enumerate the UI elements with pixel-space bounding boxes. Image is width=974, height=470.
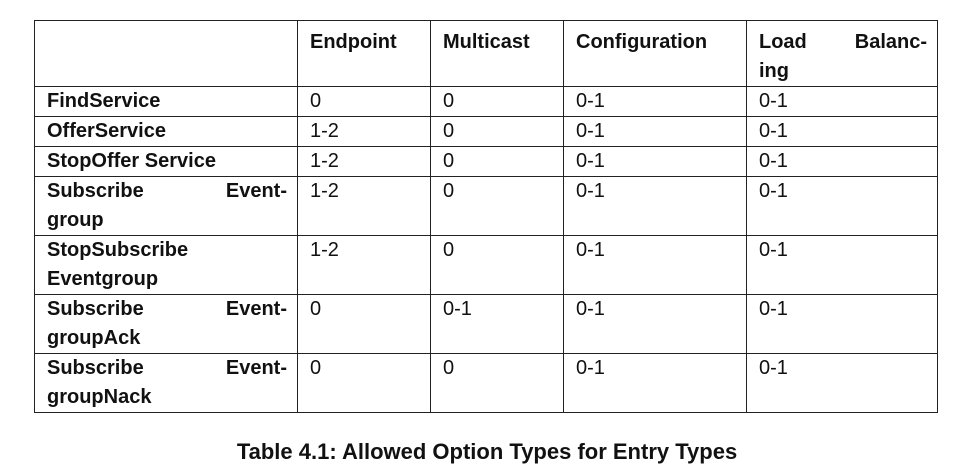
endpoint-cell: 1-2 (297, 146, 431, 177)
header-load-balancing-line1: Load Balanc- (759, 31, 927, 53)
entry-type-label: StopOffer Service (47, 150, 216, 172)
entry-type-cell: Subscribe Event-groupAck (34, 294, 298, 354)
entry-type-label: FindService (47, 90, 161, 112)
multicast-cell: 0 (430, 235, 564, 295)
endpoint-cell: 1-2 (297, 235, 431, 295)
configuration-cell: 0-1 (563, 294, 747, 354)
table-header: Endpoint Multicast Configuration Load Ba… (34, 20, 938, 87)
endpoint-cell: 0 (297, 86, 431, 117)
option-types-table: Endpoint Multicast Configuration Load Ba… (34, 20, 938, 413)
header-endpoint: Endpoint (297, 20, 431, 87)
entry-type-cell: StopOffer Service (34, 146, 298, 177)
header-entry-type (34, 20, 298, 87)
entry-type-label-line1: StopSubscribe (47, 239, 189, 261)
endpoint-cell: 0 (297, 294, 431, 354)
load-balancing-cell: 0-1 (746, 116, 938, 147)
load-balancing-cell: 0-1 (746, 176, 938, 236)
header-load-balancing: Load Balanc- ing (746, 20, 938, 87)
configuration-cell: 0-1 (563, 235, 747, 295)
endpoint-cell: 1-2 (297, 116, 431, 147)
multicast-cell: 0-1 (430, 294, 564, 354)
entry-type-label-line1: Subscribe Event- (47, 180, 287, 202)
multicast-cell: 0 (430, 353, 564, 413)
entry-type-cell: Subscribe Event-group (34, 176, 298, 236)
header-configuration: Configuration (563, 20, 747, 87)
table-caption: Table 4.1: Allowed Option Types for Entr… (236, 439, 738, 464)
endpoint-cell: 1-2 (297, 176, 431, 236)
entry-type-label-line2: group (47, 209, 104, 231)
load-balancing-cell: 0-1 (746, 294, 938, 354)
multicast-cell: 0 (430, 176, 564, 236)
header-load-balancing-line2: ing (759, 60, 789, 82)
entry-type-label-line2: Eventgroup (47, 268, 159, 290)
configuration-cell: 0-1 (563, 146, 747, 177)
load-balancing-cell: 0-1 (746, 235, 938, 295)
entry-type-label: OfferService (47, 120, 166, 142)
configuration-cell: 0-1 (563, 116, 747, 147)
load-balancing-cell: 0-1 (746, 146, 938, 177)
entry-type-label-line1: Subscribe Event- (47, 357, 287, 379)
entry-type-label-line2: groupNack (47, 386, 152, 408)
option-types-table-wrapper: Endpoint Multicast Configuration Load Ba… (34, 20, 938, 413)
configuration-cell: 0-1 (563, 176, 747, 236)
entry-type-cell: Subscribe Event-groupNack (34, 353, 298, 413)
configuration-cell: 0-1 (563, 86, 747, 117)
load-balancing-cell: 0-1 (746, 353, 938, 413)
load-balancing-cell: 0-1 (746, 86, 938, 117)
multicast-cell: 0 (430, 116, 564, 147)
configuration-cell: 0-1 (563, 353, 747, 413)
entry-type-label-line2: groupAck (47, 327, 141, 349)
entry-type-cell: OfferService (34, 116, 298, 147)
entry-type-label-line1: Subscribe Event- (47, 298, 287, 320)
multicast-cell: 0 (430, 86, 564, 117)
header-multicast: Multicast (430, 20, 564, 87)
endpoint-cell: 0 (297, 353, 431, 413)
multicast-cell: 0 (430, 146, 564, 177)
entry-type-cell: FindService (34, 86, 298, 117)
header-row: Endpoint Multicast Configuration Load Ba… (34, 20, 938, 87)
